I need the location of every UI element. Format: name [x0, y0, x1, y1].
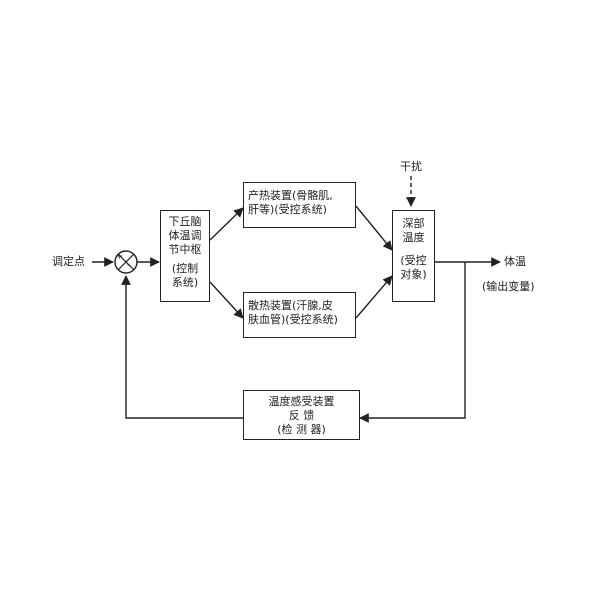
controller-line: 体温调	[168, 229, 202, 242]
output-variable-note: (输出变量)	[482, 280, 535, 293]
controller-to-heat-dissipation-arrow	[209, 281, 244, 319]
sensor-to-comparator-line	[121, 275, 243, 419]
heat-dissipation-line: 肤血管)(受控系统)	[248, 313, 338, 326]
sensor-feedback-box: 温度感受装置 反 馈 (检 测 器)	[243, 390, 360, 440]
controller-to-heat-production-arrow	[209, 207, 244, 241]
output-label: 体温	[504, 255, 526, 268]
controller-line: (控制	[171, 262, 199, 275]
heat-dissipation-line: 散热装置(汗腺,皮	[248, 299, 333, 312]
feedback-to-sensor-line	[359, 262, 466, 423]
sensor-line: 反 馈	[288, 409, 315, 422]
heat-production-to-deep-temp-arrow	[355, 205, 393, 251]
controller-line: 下丘脑	[168, 215, 202, 228]
sensor-line: 温度感受装置	[268, 395, 335, 408]
comparator-plus-sign: +	[115, 251, 124, 262]
heat-production-box: 产热装置(骨骼肌, 肝等)(受控系统)	[243, 182, 356, 228]
deep-temperature-line: 温度	[402, 231, 425, 244]
deep-temperature-box: 深部 温度 (受控 对象)	[392, 210, 435, 302]
heat-dissipation-to-deep-temp-arrow	[355, 275, 393, 319]
controller-box: 下丘脑 体温调 节中枢 (控制 系统)	[160, 210, 210, 302]
comparator-minus-sign: -	[127, 258, 131, 271]
controller-line: 节中枢	[168, 243, 202, 256]
disturbance-label: 干扰	[400, 160, 422, 173]
controller-line: 系统)	[171, 276, 199, 289]
heat-dissipation-box: 散热装置(汗腺,皮 肤血管)(受控系统)	[243, 292, 356, 338]
deep-temperature-line: (受控	[400, 254, 427, 267]
heat-production-line: 肝等)(受控系统)	[248, 203, 327, 216]
setpoint-label: 调定点	[52, 255, 85, 268]
heat-production-line: 产热装置(骨骼肌,	[248, 189, 333, 202]
deep-temperature-line: 对象)	[400, 268, 427, 281]
deep-temperature-line: 深部	[402, 217, 425, 230]
sensor-line: (检 测 器)	[277, 423, 326, 436]
